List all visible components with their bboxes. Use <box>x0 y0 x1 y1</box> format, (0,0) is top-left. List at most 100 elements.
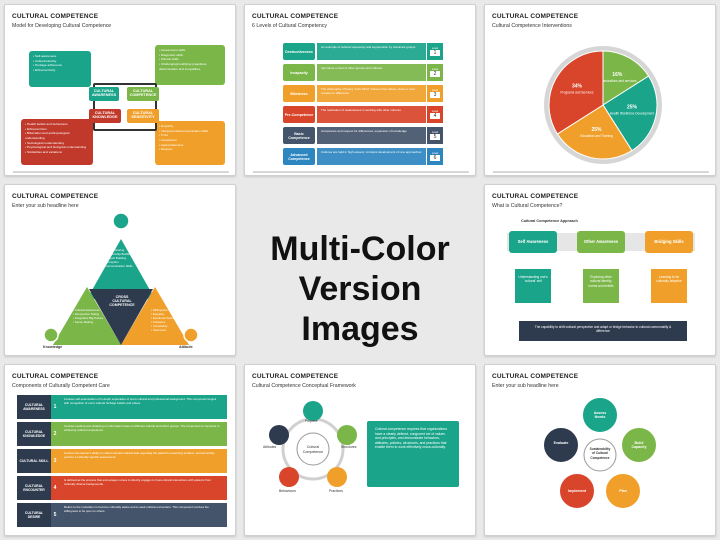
slide-title: CULTURAL COMPETENCE <box>12 193 99 200</box>
level-text: The realization of weaknesses in working… <box>317 106 426 123</box>
list-item: • Uncertainty <box>151 323 168 328</box>
component-label: CULTURAL KNOWLEDGE <box>17 422 51 446</box>
attitude-label: Attitude <box>179 345 193 349</box>
list-item: • Cultural Awareness <box>73 308 100 312</box>
slide-subtitle: Enter your sub headline here <box>492 383 559 389</box>
framework-note: Cultural competence requires that organi… <box>367 421 459 487</box>
slide-subtitle: Cultural Competence Conceptual Framework <box>252 383 356 389</box>
list-item: • Self-Monitoring <box>103 248 125 252</box>
component-label: CULTURAL SKILL <box>17 449 51 473</box>
list-item: • Tolerance <box>151 319 166 324</box>
component-number: 3 <box>51 449 59 473</box>
label-sensitivity: CULTURAL SENSITIVITY <box>127 109 159 123</box>
slide-subtitle: 6 Levels of Cultural Competency <box>252 23 327 29</box>
component-text: Involves seeking and obtaining an inform… <box>59 422 227 446</box>
bullet-item: Bifurcation and anthropological understa… <box>25 131 89 140</box>
bullet-item: Clinical skills <box>159 57 221 62</box>
slide-components-care[interactable]: CULTURAL COMPETENCE Components of Cultur… <box>4 364 236 536</box>
slide-subtitle: What is Cultural Competence? <box>492 203 563 209</box>
level-label: Advanced Competence <box>283 148 315 165</box>
center-title-line1: Multi-Color <box>270 230 450 268</box>
bullet-item: Trust <box>159 133 221 138</box>
label-awareness: CULTURAL AWARENESS <box>89 87 119 101</box>
pie-slice-label: Health Workforce Development <box>610 111 654 115</box>
component-number: 1 <box>51 395 59 419</box>
level-label: Blindness <box>283 85 315 102</box>
bullet-item: Assessment skills <box>159 48 221 53</box>
slide-title: CULTURAL COMPETENCE <box>492 13 579 20</box>
slide-title: CULTURAL COMPETENCE <box>252 373 339 380</box>
slide-subtitle: Model for Developing Cultural Competence <box>12 23 112 29</box>
bullet-item: Heritage adherence <box>33 63 87 68</box>
slide-sustainability[interactable]: CULTURAL COMPETENCE Enter your sub headl… <box>484 364 716 536</box>
desc-box-3: Learning to be culturally adaptive <box>651 269 687 303</box>
component-text: Is defined as the process that encourage… <box>59 476 227 500</box>
level-tag: Level <box>431 131 439 134</box>
pie-value-label: 16% <box>612 72 623 78</box>
list-item: • Openness <box>151 327 166 332</box>
slide-cross-cultural[interactable]: CULTURAL COMPETENCE Enter your sub headl… <box>4 184 236 356</box>
component-label: CULTURAL DESIRE <box>17 503 51 527</box>
center-title: Multi-Color Version Images <box>241 229 479 349</box>
desc-box-1: Understanding one's 'cultural' self <box>515 269 551 303</box>
slide-interventions[interactable]: CULTURAL COMPETENCE Cultural Competence … <box>484 4 716 176</box>
bullet-item: Health beliefs and behaviours <box>25 122 89 127</box>
pie-slice-label: Programs and Services <box>560 91 594 95</box>
list-item: • Rapport Building <box>103 255 127 260</box>
level-tag: Level <box>431 110 439 113</box>
knowledge-list: • Cultural Awareness• Perspective Taking… <box>73 308 107 325</box>
level-num: 2 <box>430 71 440 77</box>
node-assess-needs: Assess Needs <box>593 411 607 419</box>
step-bridging-skills: Bridging Skills <box>645 231 693 253</box>
level-num: 5 <box>430 134 440 140</box>
triangle-diagram <box>43 212 199 345</box>
level-num: 1 <box>430 50 440 56</box>
slide-six-levels[interactable]: CULTURAL COMPETENCE 6 Levels of Cultural… <box>244 4 476 176</box>
bullet-item: Ethnocentricity <box>33 68 87 73</box>
slide-title: CULTURAL COMPETENCE <box>252 13 339 20</box>
pie-slice-label: Education and Training <box>580 134 613 138</box>
awareness-box: Self-awarenessCultural identityHeritage … <box>29 51 91 87</box>
label-competence: CULTURAL COMPETENCE <box>127 87 159 101</box>
slide-title: CULTURAL COMPETENCE <box>492 373 579 380</box>
level-text: An example of cultural superiority and s… <box>317 43 426 60</box>
slide-title: CULTURAL COMPETENCE <box>492 193 579 200</box>
list-item: • Relationship Building <box>103 251 132 256</box>
bullet-item: Self-awareness <box>33 54 87 59</box>
slide-subtitle: Cultural Competence Interventions <box>492 23 572 29</box>
cross-cultural-label: CROSS CULTURAL COMPETENCE <box>109 295 135 307</box>
level-text: Cultures are held in high esteem; consta… <box>317 148 426 165</box>
pie-slice-label: Organizations and services <box>598 79 637 83</box>
component-number: 5 <box>51 503 59 527</box>
node-purpose: Purpose <box>305 419 318 423</box>
competence-box: Assessment skillsDiagnostic skillsClinic… <box>155 45 225 85</box>
node-implement: Implement <box>568 489 586 493</box>
pie-slice <box>548 50 604 135</box>
step-other-awareness: Other Awareness <box>577 231 625 253</box>
slide-subtitle: Enter your sub headline here <box>12 203 79 209</box>
list-item: • Empathy <box>151 311 165 316</box>
slide-model-developing[interactable]: CULTURAL COMPETENCE Model for Developing… <box>4 4 236 176</box>
node-plan: Plan <box>619 489 627 493</box>
node-structures: Structures <box>341 445 357 449</box>
slide-what-is[interactable]: CULTURAL COMPETENCE What is Cultural Com… <box>484 184 716 356</box>
level-text: The philosophy of being "color blind"; b… <box>317 85 426 102</box>
approach-label: Cultural Competence Approach <box>521 219 578 223</box>
component-number: 2 <box>51 422 59 446</box>
skills-label: Skills <box>115 229 127 234</box>
skills-list: • Self-Monitoring• Relationship Building… <box>103 248 143 269</box>
node-build-capacity: Build Capacity <box>631 441 647 449</box>
list-item: • Willingness to engage <box>151 308 182 312</box>
slide-conceptual-framework[interactable]: CULTURAL COMPETENCE Cultural Competence … <box>244 364 476 536</box>
